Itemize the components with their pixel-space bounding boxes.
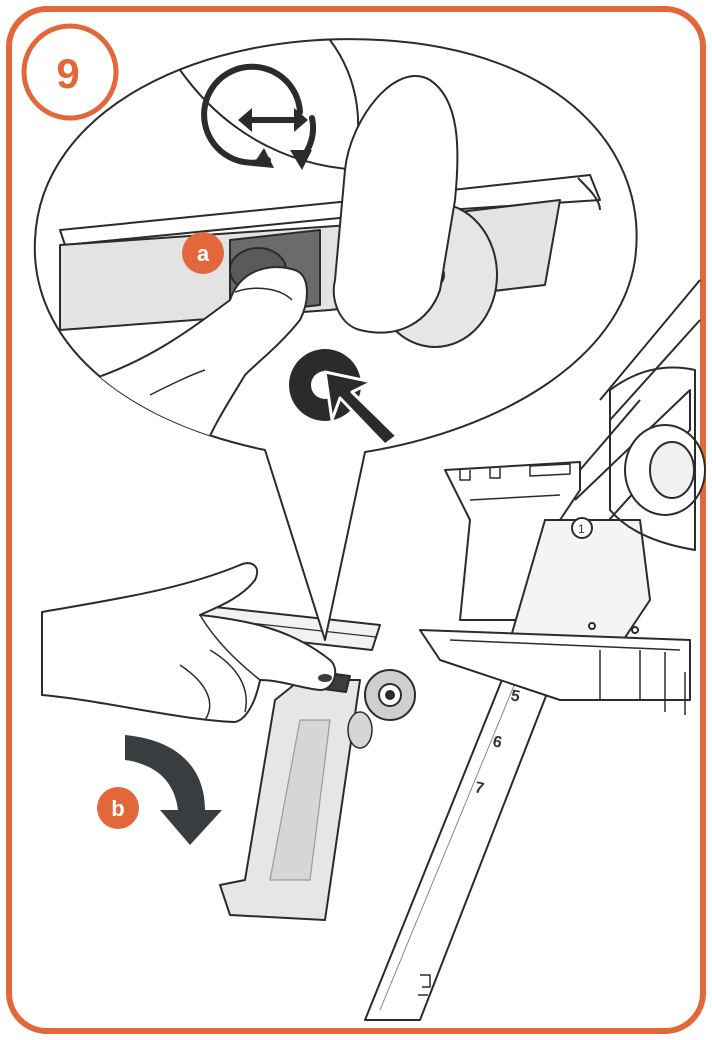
detail-tube bbox=[332, 75, 459, 334]
adjust-rotate-icon bbox=[201, 63, 317, 170]
callout-b: b bbox=[97, 787, 139, 829]
hand-lower bbox=[41, 562, 337, 723]
scale-mark-6: 6 bbox=[491, 733, 503, 751]
callout-a-label: a bbox=[197, 241, 210, 266]
callout-b-label: b bbox=[111, 796, 124, 821]
magnified-detail: a bbox=[33, 38, 638, 641]
stroller-frame bbox=[135, 279, 706, 1021]
press-button-icon bbox=[289, 349, 399, 447]
step-number: 9 bbox=[56, 50, 79, 97]
knob-label: 1 bbox=[578, 522, 585, 536]
scale-mark-5: 5 bbox=[509, 687, 521, 705]
scale-mark-7: 7 bbox=[473, 779, 485, 797]
fold-down-arrow-icon bbox=[125, 735, 222, 845]
step-badge: 9 bbox=[21, 23, 119, 121]
callout-a: a bbox=[182, 232, 224, 274]
